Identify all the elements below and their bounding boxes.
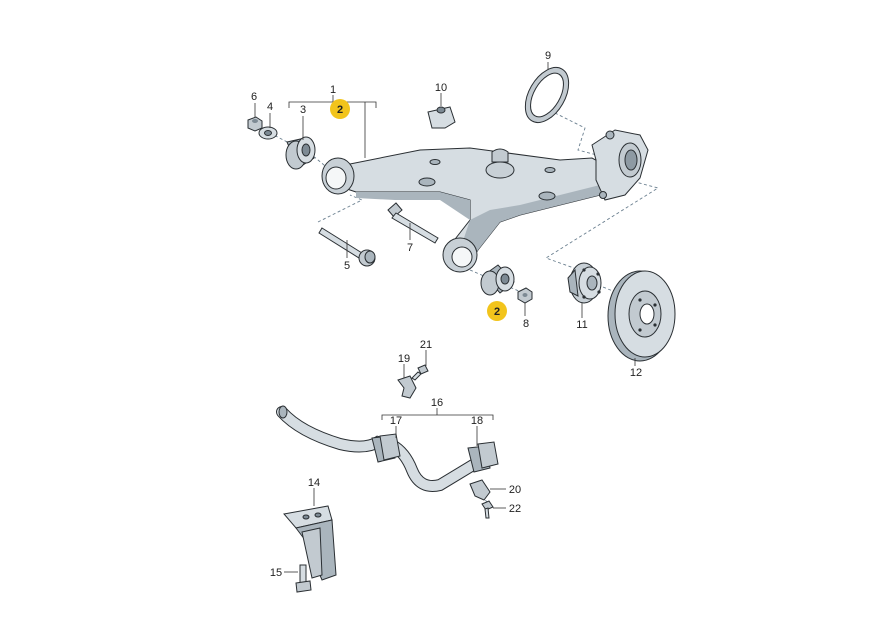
label-21: 21 [420,339,432,351]
label-16: 16 [431,397,443,409]
part-labels: 1 3 4 5 6 7 8 9 10 11 12 14 15 16 17 18 … [251,50,642,579]
bushing-front [285,136,316,170]
label-2-bottom: 2 [494,306,500,318]
label-3: 3 [300,104,306,116]
label-22: 22 [509,503,521,515]
washer [258,126,278,140]
screw-lower [481,500,494,519]
stabilizer-mount-left [371,433,401,463]
nut [247,116,263,132]
label-2-top: 2 [337,104,343,116]
label-5: 5 [344,260,350,272]
highlight-marker-bottom: 2 [487,301,507,321]
control-arm [321,129,649,273]
label-8: 8 [523,318,529,330]
label-6: 6 [251,91,257,103]
label-11: 11 [576,319,587,331]
label-14: 14 [308,477,320,489]
label-1: 1 [330,84,336,96]
highlight-marker-top: 2 [330,99,350,119]
label-12: 12 [630,367,642,379]
clamp-clip-lower [469,479,491,501]
stabilizer-mount-right [467,441,499,473]
bolt-long [318,227,376,267]
label-7: 7 [407,242,413,254]
label-9: 9 [545,50,551,62]
collar-nut [427,106,456,129]
bolt-rear [387,202,439,244]
label-10: 10 [435,82,447,94]
clamp-clip-upper [397,375,417,399]
label-17: 17 [390,415,402,427]
brake-disc [607,270,676,362]
label-20: 20 [509,484,521,496]
label-19: 19 [398,353,410,365]
leader-lines [254,62,636,573]
label-15: 15 [270,567,282,579]
label-18: 18 [471,415,483,427]
ring [524,67,570,123]
wheel-hub [567,262,602,304]
bushing-rear [480,264,515,296]
label-4: 4 [267,101,273,113]
screw-upper [411,364,429,381]
mounting-bracket [283,505,337,581]
bracket-bolt [295,564,312,593]
nut-small [517,287,533,304]
